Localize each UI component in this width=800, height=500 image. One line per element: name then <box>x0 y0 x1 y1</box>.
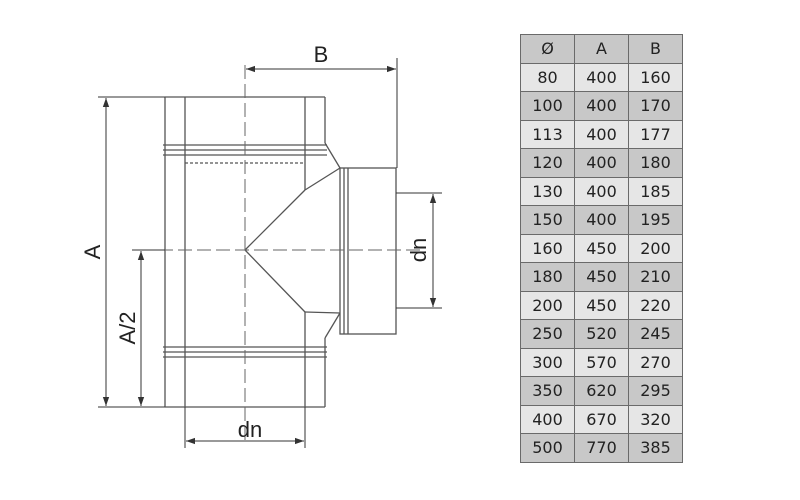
cell-B: 210 <box>628 262 683 292</box>
cell-diameter: 160 <box>520 233 575 263</box>
cell-diameter: 180 <box>520 262 575 292</box>
header-A: A <box>574 34 629 64</box>
cell-A: 400 <box>574 176 629 206</box>
header-diameter: Ø <box>520 34 575 64</box>
cell-A: 450 <box>574 290 629 320</box>
cell-A: 400 <box>574 91 629 121</box>
cell-diameter: 200 <box>520 290 575 320</box>
cell-A: 570 <box>574 347 629 377</box>
cell-B: 245 <box>628 319 683 349</box>
cell-diameter: 80 <box>520 62 575 92</box>
cell-diameter: 120 <box>520 148 575 178</box>
dim-dn-side <box>396 192 442 309</box>
label-B: B <box>314 42 329 67</box>
dim-A <box>98 96 165 408</box>
cell-A: 450 <box>574 262 629 292</box>
center-lines <box>140 65 420 440</box>
cell-A: 450 <box>574 233 629 263</box>
cell-B: 180 <box>628 148 683 178</box>
cell-diameter: 300 <box>520 347 575 377</box>
cell-B: 295 <box>628 376 683 406</box>
cell-A: 400 <box>574 205 629 235</box>
cell-diameter: 113 <box>520 119 575 149</box>
cell-B: 195 <box>628 205 683 235</box>
cell-diameter: 250 <box>520 319 575 349</box>
cell-B: 270 <box>628 347 683 377</box>
cell-B: 320 <box>628 404 683 434</box>
cell-diameter: 350 <box>520 376 575 406</box>
dim-A-half <box>132 249 165 406</box>
cell-diameter: 130 <box>520 176 575 206</box>
table-header-row: Ø A B <box>520 34 683 64</box>
label-dn-bottom: dn <box>238 417 262 442</box>
cell-A: 400 <box>574 119 629 149</box>
cell-B: 177 <box>628 119 683 149</box>
cell-B: 160 <box>628 62 683 92</box>
cell-A: 520 <box>574 319 629 349</box>
cell-diameter: 500 <box>520 433 575 463</box>
cell-B: 185 <box>628 176 683 206</box>
tee-pipe-drawing: B A A/2 dn dn <box>80 42 442 448</box>
cell-B: 170 <box>628 91 683 121</box>
dim-B <box>246 58 398 168</box>
cell-A: 400 <box>574 148 629 178</box>
cell-A: 670 <box>574 404 629 434</box>
branch-pipe <box>244 142 397 339</box>
label-A-half: A/2 <box>115 311 140 344</box>
cell-B: 200 <box>628 233 683 263</box>
header-B: B <box>628 34 683 64</box>
label-A: A <box>80 244 105 259</box>
dim-dn-bottom <box>184 407 306 448</box>
cell-diameter: 400 <box>520 404 575 434</box>
cell-B: 385 <box>628 433 683 463</box>
cell-diameter: 150 <box>520 205 575 235</box>
cell-diameter: 100 <box>520 91 575 121</box>
cell-A: 400 <box>574 62 629 92</box>
cell-B: 220 <box>628 290 683 320</box>
label-dn-side: dn <box>406 238 431 262</box>
cell-A: 620 <box>574 376 629 406</box>
cell-A: 770 <box>574 433 629 463</box>
